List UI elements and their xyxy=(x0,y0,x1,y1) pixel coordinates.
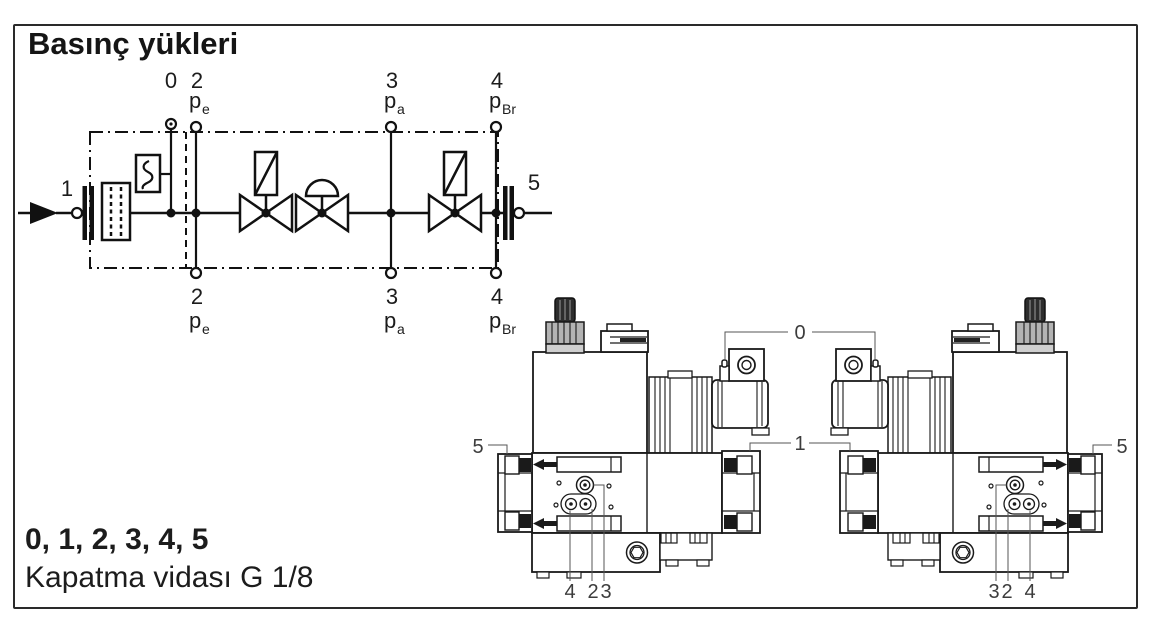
schematic-outlet-label: 5 xyxy=(528,170,540,195)
tap-pe-top-symbol: p xyxy=(189,88,201,113)
schematic-inlet-label: 1 xyxy=(61,176,73,201)
right-unit-drawing xyxy=(808,297,1113,582)
tap-2-bottom-num: 2 xyxy=(191,284,203,309)
tap-pbr-top-sub: Br xyxy=(502,101,516,117)
outlet-port xyxy=(512,206,526,220)
tap-3-bottom-num: 3 xyxy=(386,284,398,309)
left-unit-test-point-label: 3 xyxy=(600,581,611,603)
tap-pbr-bottom-symbol: p xyxy=(489,308,501,333)
inlet-port xyxy=(70,206,84,220)
inlet-flange-symbol xyxy=(82,186,94,240)
pressure-switch-symbol xyxy=(134,153,171,194)
right-unit-outlet-callout: 5 xyxy=(1116,436,1127,458)
tap-pa-top-symbol: p xyxy=(384,88,396,113)
solenoid-valve-2-symbol xyxy=(427,150,483,234)
right-unit-test-point-label: 3 xyxy=(988,581,999,603)
outlet-flange-symbol xyxy=(503,186,514,240)
schematic-vent-label: 0 xyxy=(165,68,177,93)
tap-3-top-num: 3 xyxy=(386,68,398,93)
filter-symbol xyxy=(100,181,132,242)
tap-2-top-num: 2 xyxy=(191,68,203,93)
pa-tap-bottom xyxy=(384,266,398,280)
pe-tap-top xyxy=(189,120,203,134)
legend-description: Kapatma vidası G 1/8 xyxy=(25,561,314,594)
flow-schematic xyxy=(18,117,552,280)
tap-pa-bottom-symbol: p xyxy=(384,308,396,333)
solenoid-valve-1-symbol xyxy=(238,150,294,234)
regulator-valve-symbol xyxy=(294,178,350,234)
shared-vent-callout: 0 xyxy=(794,322,805,344)
left-unit-drawing xyxy=(487,297,792,582)
pe-tap-bottom xyxy=(189,266,203,280)
right-unit-test-point-label: 2 xyxy=(1001,581,1012,603)
left-unit-outlet-callout: 5 xyxy=(472,436,483,458)
legend-numbers: 0, 1, 2, 3, 4, 5 xyxy=(25,523,209,556)
legend: 0, 1, 2, 3, 4, 5 Kapatma vidası G 1/8 xyxy=(25,521,314,597)
pa-tap-top xyxy=(384,120,398,134)
shared-inlet-callout: 1 xyxy=(794,433,805,455)
left-unit-test-point-label: 4 xyxy=(564,581,575,603)
tap-4-bottom-num: 4 xyxy=(491,284,503,309)
tap-pe-bottom-symbol: p xyxy=(189,308,201,333)
right-unit-test-point-label: 4 xyxy=(1024,581,1035,603)
tap-pa-top-sub: a xyxy=(397,101,405,117)
tap-pa-bottom-sub: a xyxy=(397,321,405,337)
flow-direction-arrow-icon xyxy=(30,202,58,224)
tap-pe-top-sub: e xyxy=(202,101,210,117)
tap-4-top-num: 4 xyxy=(491,68,503,93)
left-unit-test-point-label: 2 xyxy=(587,581,598,603)
tap-pe-bottom-sub: e xyxy=(202,321,210,337)
tap-pbr-bottom-sub: Br xyxy=(502,321,516,337)
pbr-tap-top xyxy=(489,120,503,134)
tap-pbr-top-symbol: p xyxy=(489,88,501,113)
pbr-tap-bottom xyxy=(489,266,503,280)
page-title: Basınç yükleri xyxy=(28,26,239,61)
